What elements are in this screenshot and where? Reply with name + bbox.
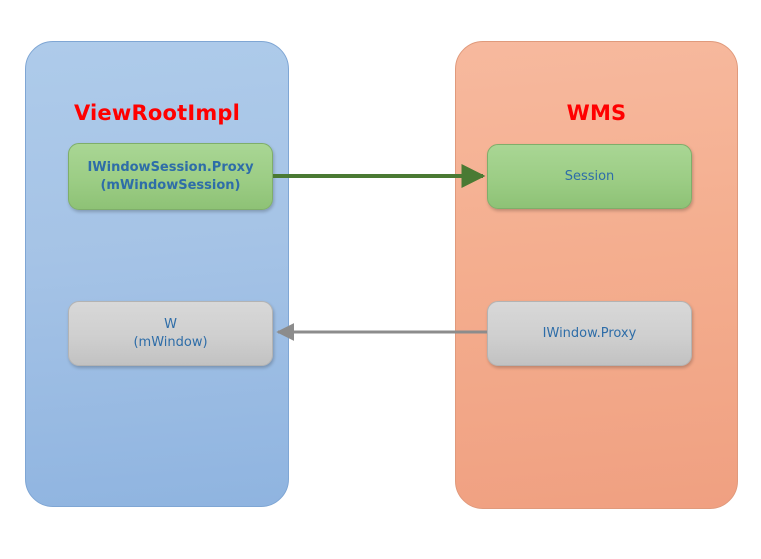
panel-wms[interactable]: WMS xyxy=(455,41,738,509)
node-iwindowsession-proxy-label: IWindowSession.Proxy (mWindowSession) xyxy=(87,160,254,193)
panel-wms-title: WMS xyxy=(566,101,627,125)
node-w-mwindow[interactable]: W (mWindow) xyxy=(68,301,273,366)
node-session[interactable]: Session xyxy=(487,144,692,209)
panel-viewrootimpl[interactable]: ViewRootImpl xyxy=(25,41,289,507)
node-iwindowsession-proxy[interactable]: IWindowSession.Proxy (mWindowSession) xyxy=(68,143,273,210)
node-session-label: Session xyxy=(564,168,615,184)
panel-viewrootimpl-title: ViewRootImpl xyxy=(73,101,241,125)
node-iwindow-proxy[interactable]: IWindow.Proxy xyxy=(487,301,692,366)
node-iwindow-proxy-label: IWindow.Proxy xyxy=(542,325,637,341)
node-w-mwindow-label: W (mWindow) xyxy=(133,317,208,350)
